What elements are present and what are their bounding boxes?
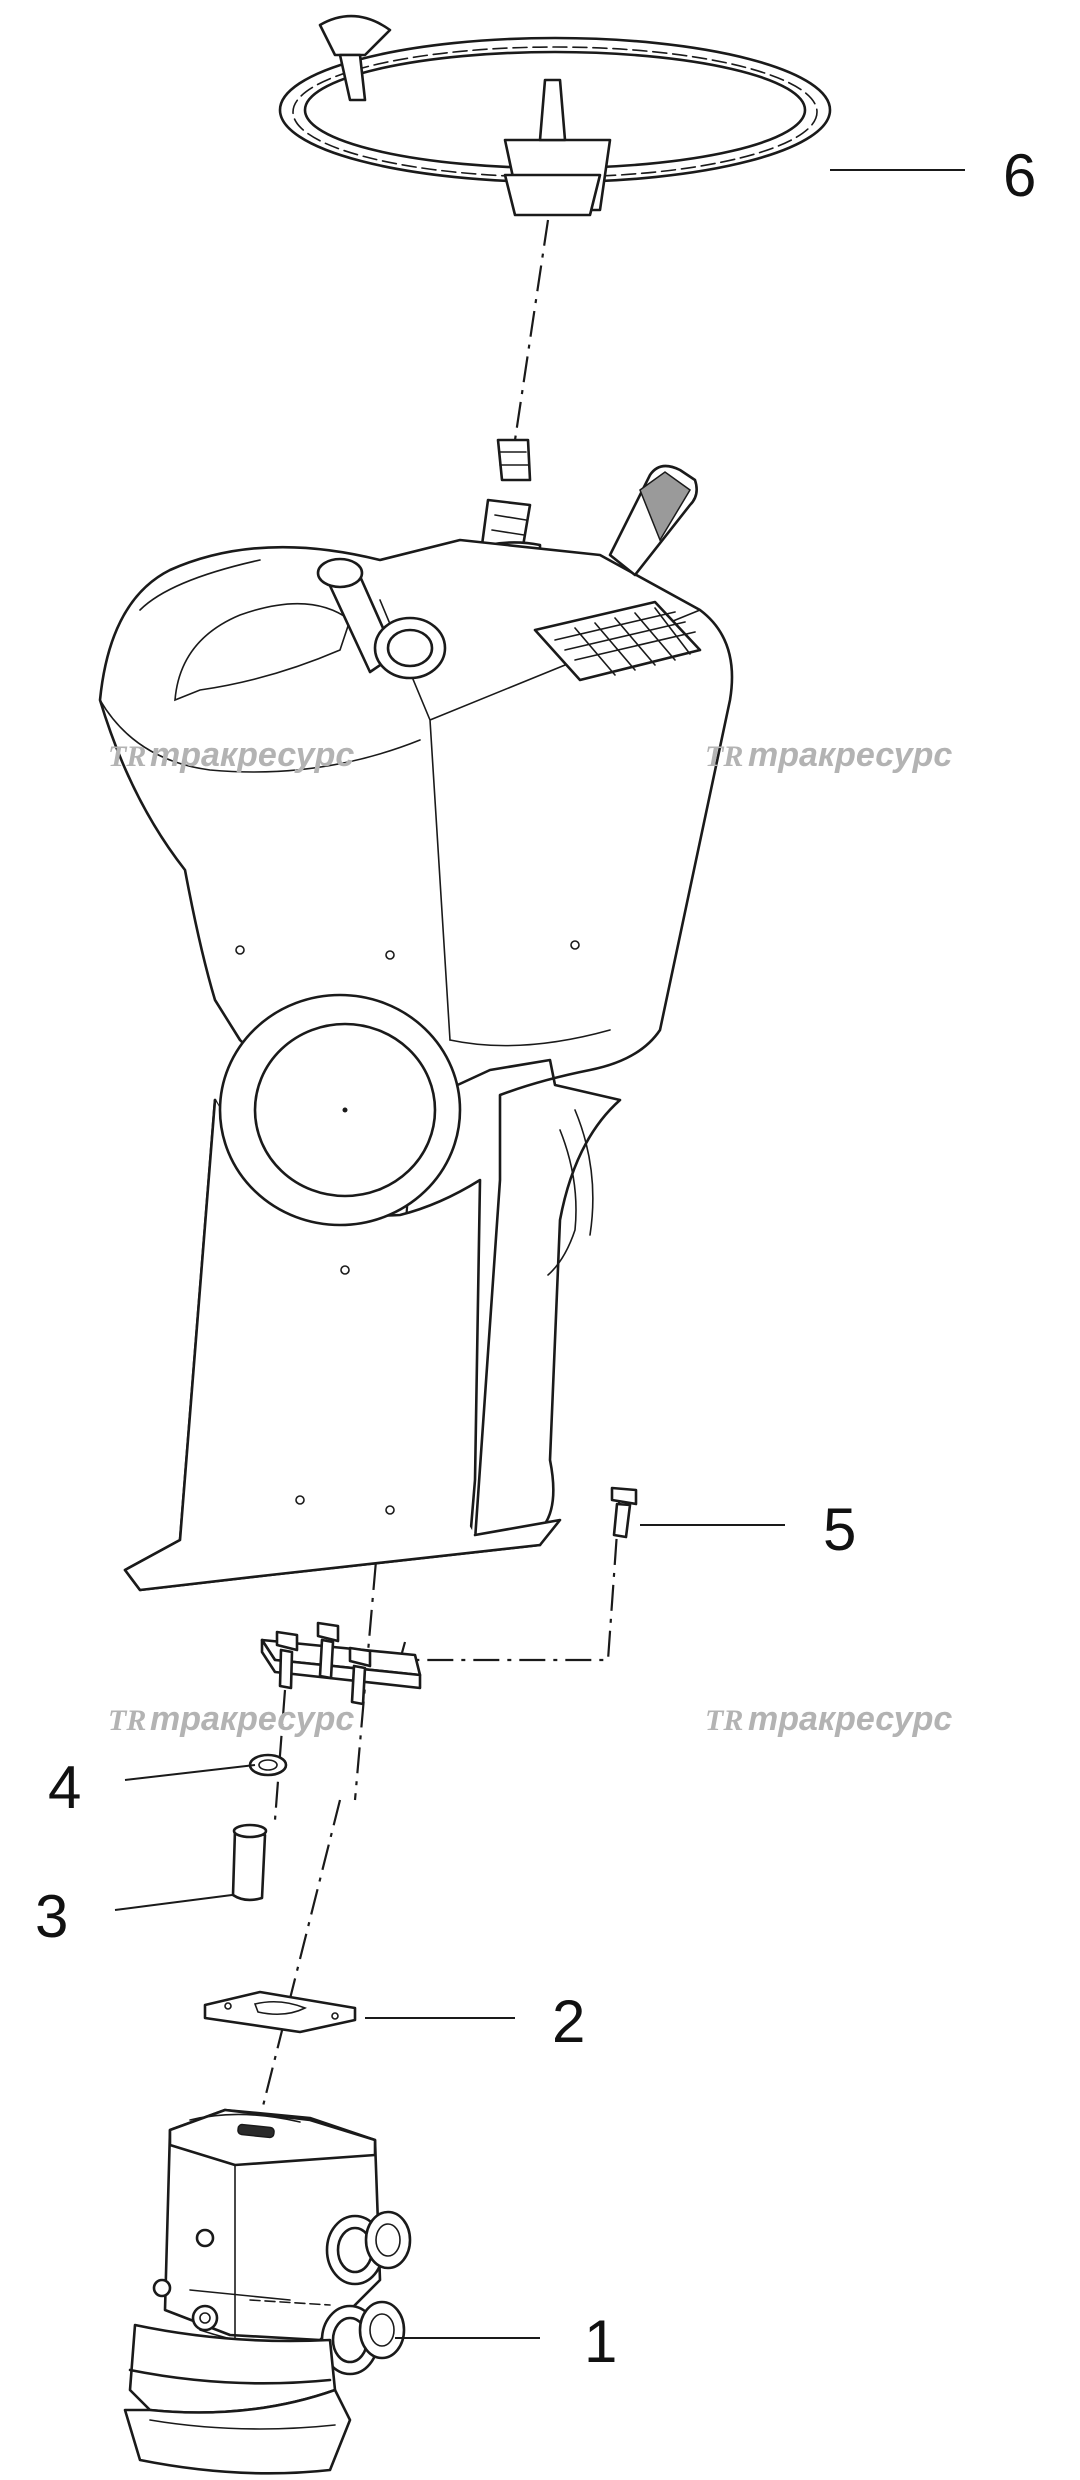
callout-5: 5	[823, 1496, 856, 1563]
bolt-b	[316, 1621, 340, 1680]
svg-text:тракресурс: тракресурс	[150, 736, 354, 774]
watermark-bottom-left: TR тракресурс	[108, 1700, 354, 1738]
port-lower	[320, 2300, 406, 2376]
bolt-c	[348, 1646, 372, 1706]
callout-2: 2	[552, 1988, 585, 2055]
svg-text:TR: TR	[108, 740, 146, 773]
callout-4: 4	[48, 1754, 81, 1821]
svg-text:тракресурс: тракресурс	[748, 1700, 952, 1738]
steering-wheel	[278, 14, 832, 217]
washer	[248, 1753, 288, 1777]
leader-lines	[114, 169, 965, 2339]
callout-1: 1	[584, 2308, 617, 2375]
watermark-top-left: TR тракресурс	[108, 736, 354, 774]
svg-text:TR: TR	[108, 1704, 146, 1737]
mounting-plate-bolts	[260, 1621, 422, 1706]
callout-3: 3	[35, 1883, 68, 1950]
steering-column-housing	[98, 464, 734, 1592]
svg-text:TR: TR	[705, 740, 743, 773]
bolt-axis	[273, 1489, 622, 1821]
spacer-sleeve	[231, 1823, 268, 1902]
svg-text:TR: TR	[705, 1704, 743, 1737]
watermark-top-right: TR тракресурс	[705, 736, 952, 774]
hydraulic-steering-unit	[123, 2108, 412, 2475]
port-upper	[325, 2210, 412, 2286]
svg-text:тракресурс: тракресурс	[748, 736, 952, 774]
watermark-bottom-right: TR тракресурс	[705, 1700, 952, 1738]
bolt-a	[275, 1630, 299, 1690]
svg-text:тракресурс: тракресурс	[150, 1700, 354, 1738]
callout-6: 6	[1003, 142, 1036, 209]
bolt-5	[610, 1486, 638, 1539]
gasket	[203, 1990, 357, 2034]
